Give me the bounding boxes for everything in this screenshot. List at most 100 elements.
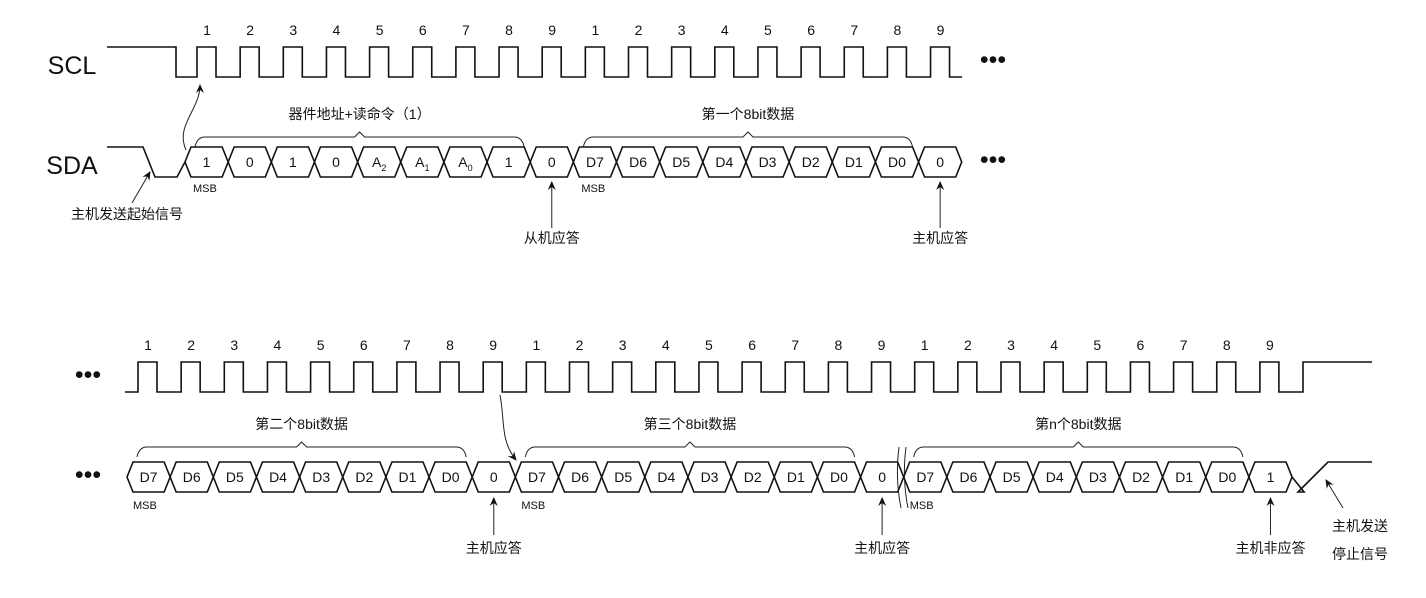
- data-bit-label: D7: [528, 469, 546, 485]
- data-bit-label: D5: [1003, 469, 1021, 485]
- data-bit-label: D0: [1218, 469, 1236, 485]
- clock-number: 4: [1050, 337, 1058, 353]
- clock-number: 6: [807, 22, 815, 38]
- data-bit-label: D5: [614, 469, 632, 485]
- data-bit-label: A2: [372, 154, 386, 173]
- data-brace: [913, 441, 1244, 458]
- data-brace: [582, 131, 914, 148]
- msb-label: MSB: [910, 500, 934, 512]
- clock-number: 8: [1223, 337, 1231, 353]
- clock-number: 2: [576, 337, 584, 353]
- clock-number: 6: [419, 22, 427, 38]
- scl-waveform: [125, 361, 1372, 393]
- clock-number: 7: [850, 22, 858, 38]
- data-bit-label: D1: [1175, 469, 1193, 485]
- data-bit-label: D7: [916, 469, 934, 485]
- data-bit-label: A0: [458, 154, 472, 173]
- data-bit-label: D0: [888, 154, 906, 170]
- brace-label: 第二个8bit数据: [255, 416, 348, 432]
- data-bit-label: 0: [332, 154, 340, 170]
- clock-number: 5: [764, 22, 772, 38]
- data-bit-label: D1: [845, 154, 863, 170]
- ellipsis-icon: •••: [75, 461, 101, 489]
- msb-label: MSB: [581, 183, 605, 195]
- clock-number: 6: [748, 337, 756, 353]
- data-bit-label: D0: [830, 469, 848, 485]
- brace-label: 第一个8bit数据: [702, 106, 795, 122]
- ellipsis-icon: •••: [75, 361, 101, 389]
- clock-number: 9: [878, 337, 886, 353]
- clock-number: 1: [591, 22, 599, 38]
- clock-number: 5: [705, 337, 713, 353]
- data-brace: [194, 131, 525, 148]
- data-bit-label: D5: [226, 469, 244, 485]
- clock-number: 3: [1007, 337, 1015, 353]
- data-bit-label: A1: [415, 154, 429, 173]
- data-bit-label: D2: [744, 469, 762, 485]
- msb-label: MSB: [521, 500, 545, 512]
- data-bit-label: 0: [490, 469, 498, 485]
- msb-label: MSB: [133, 500, 157, 512]
- data-bit-label: D4: [1046, 469, 1064, 485]
- data-bit-label: D7: [140, 469, 158, 485]
- data-bit-label: 1: [203, 154, 211, 170]
- start-to-clock-arrow: [182, 84, 204, 151]
- data-bit-label: D6: [571, 469, 589, 485]
- clock-number: 8: [446, 337, 454, 353]
- data-bit-label: D1: [399, 469, 417, 485]
- clock-number: 2: [246, 22, 254, 38]
- clock-number: 4: [721, 22, 729, 38]
- data-bit-label: D7: [586, 154, 604, 170]
- ellipsis-icon: •••: [980, 46, 1006, 74]
- data-bit-label: 0: [878, 469, 886, 485]
- data-bit-label: D1: [787, 469, 805, 485]
- clock-number: 8: [894, 22, 902, 38]
- data-bit-label: D4: [657, 469, 675, 485]
- data-bit-label: D3: [701, 469, 719, 485]
- clock-number: 8: [835, 337, 843, 353]
- annotation-stop: 停止信号: [1332, 546, 1388, 562]
- annotation-stop: 主机发送: [1332, 518, 1388, 534]
- clock-number: 9: [548, 22, 556, 38]
- data-bit-cell: [917, 146, 963, 178]
- msb-label: MSB: [193, 183, 217, 195]
- clock-number: 5: [317, 337, 325, 353]
- clock-number: 1: [532, 337, 540, 353]
- clock-number: 1: [203, 22, 211, 38]
- annotation-ack: 主机应答: [854, 540, 910, 556]
- data-brace: [136, 441, 467, 458]
- clock-number: 4: [662, 337, 670, 353]
- clock-number: 7: [791, 337, 799, 353]
- data-bit-label: D6: [183, 469, 201, 485]
- clock-number: 9: [937, 22, 945, 38]
- clock-number: 2: [964, 337, 972, 353]
- scl-label: SCL: [48, 52, 97, 80]
- clock-number: 1: [144, 337, 152, 353]
- ellipsis-icon: •••: [980, 146, 1006, 174]
- clock-number: 7: [403, 337, 411, 353]
- clock-number: 8: [505, 22, 513, 38]
- break-mark-icon: [896, 446, 909, 509]
- clock-number: 6: [360, 337, 368, 353]
- sda-stop-waveform: [1291, 461, 1372, 493]
- annotation-ack: 从机应答: [524, 230, 580, 246]
- clock-number: 7: [1180, 337, 1188, 353]
- data-bit-label: D6: [959, 469, 977, 485]
- data-bit-label: D6: [629, 154, 647, 170]
- brace-label: 第三个8bit数据: [644, 416, 737, 432]
- data-bit-label: 0: [548, 154, 556, 170]
- annotation-ack: 主机非应答: [1235, 540, 1305, 556]
- clock-number: 5: [1093, 337, 1101, 353]
- clock-number: 3: [619, 337, 627, 353]
- stop-arrow: [1325, 479, 1344, 509]
- data-bit-label: 0: [936, 154, 944, 170]
- clock-number: 9: [489, 337, 497, 353]
- clock-number: 4: [274, 337, 282, 353]
- clock-number: 5: [376, 22, 384, 38]
- data-brace: [524, 441, 856, 458]
- clock-number: 2: [187, 337, 195, 353]
- data-bit-label: 0: [246, 154, 254, 170]
- data-bit-label: D4: [269, 469, 287, 485]
- clock-number: 4: [333, 22, 341, 38]
